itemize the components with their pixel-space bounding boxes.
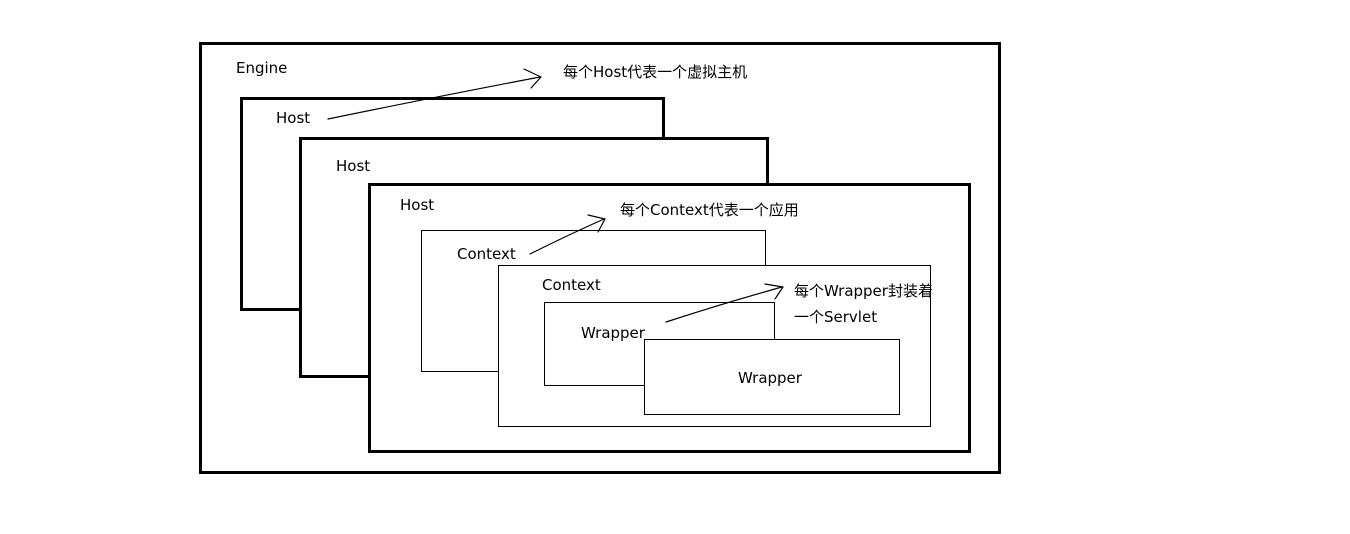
wrapper-annotation-line-2: 一个Servlet: [794, 308, 878, 326]
wrapper-label-1: Wrapper: [581, 324, 645, 342]
host-label-2: Host: [336, 157, 371, 175]
wrapper-annotation-line-1: 每个Wrapper封装着: [794, 282, 933, 300]
engine-label: Engine: [236, 59, 288, 77]
wrapper-box-2: [644, 339, 900, 415]
host-label-1: Host: [276, 109, 311, 127]
context-annotation: 每个Context代表一个应用: [620, 201, 799, 219]
wrapper-label-2: Wrapper: [738, 369, 802, 387]
context-label-2: Context: [542, 276, 601, 294]
host-label-3: Host: [400, 196, 435, 214]
context-label-1: Context: [457, 245, 516, 263]
host-annotation: 每个Host代表一个虚拟主机: [563, 63, 748, 81]
